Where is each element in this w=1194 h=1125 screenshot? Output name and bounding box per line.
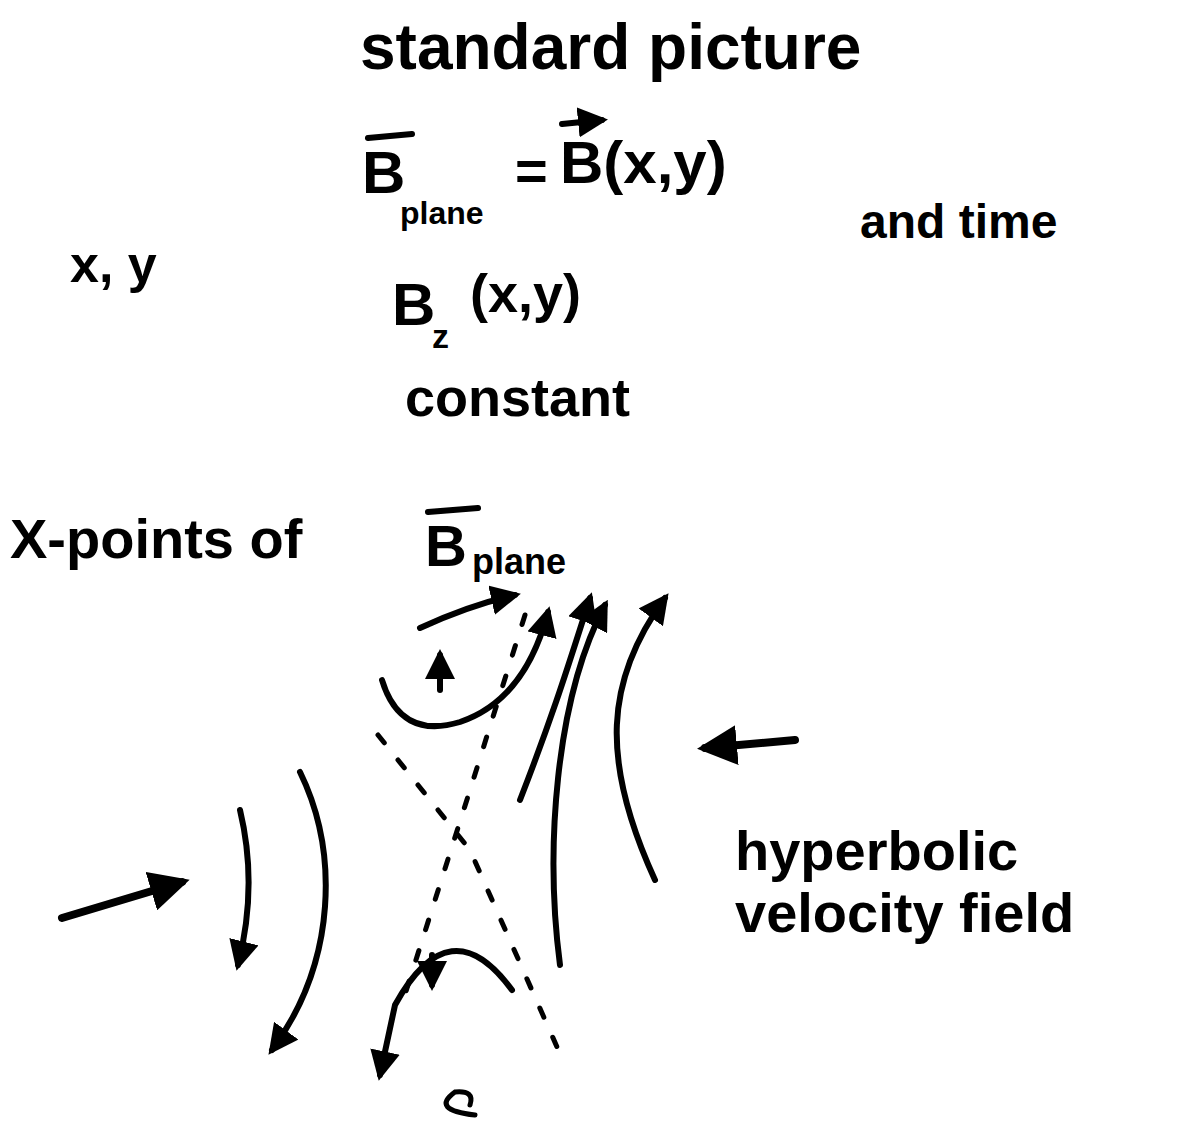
heading-text: X-points of bbox=[10, 508, 302, 570]
note-text: and time bbox=[860, 196, 1057, 249]
field-line bbox=[382, 612, 548, 726]
coordinate-text: x, y bbox=[70, 236, 157, 293]
subscript: z bbox=[432, 318, 449, 355]
title-text: standard picture bbox=[360, 12, 861, 82]
vector-bar bbox=[368, 134, 412, 138]
vector-symbol: B bbox=[362, 140, 405, 206]
annotation-text: hyperbolic velocity field bbox=[735, 820, 1155, 943]
equals-sign: = bbox=[515, 140, 548, 202]
field-line bbox=[380, 951, 512, 1075]
vector-symbol: B bbox=[425, 514, 467, 578]
symbol-text: B bbox=[392, 272, 435, 338]
field-line bbox=[272, 772, 326, 1050]
function-text: B(x,y) bbox=[560, 130, 727, 196]
flow-arrow bbox=[429, 955, 435, 985]
function-text: (x,y) bbox=[470, 264, 581, 323]
field-line bbox=[554, 605, 605, 965]
inflow-arrow bbox=[705, 740, 795, 748]
subscript: plane bbox=[472, 542, 566, 582]
field-line bbox=[617, 598, 665, 880]
note-text: constant bbox=[405, 368, 630, 427]
separatrix bbox=[378, 735, 565, 1065]
field-line bbox=[520, 598, 590, 800]
vector-bar bbox=[428, 508, 478, 512]
flow-arrow bbox=[437, 655, 443, 690]
field-line bbox=[238, 810, 249, 965]
vector-bar bbox=[562, 120, 602, 124]
inflow-arrow bbox=[62, 882, 182, 918]
scribble bbox=[446, 1092, 475, 1115]
subscript: plane bbox=[400, 196, 484, 231]
flow-arrow bbox=[420, 595, 515, 628]
